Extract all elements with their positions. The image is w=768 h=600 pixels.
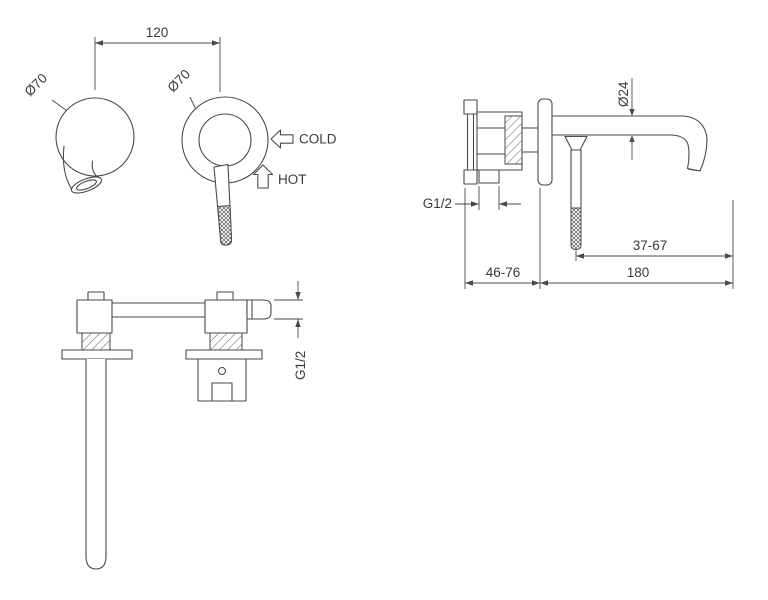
mixer-flange bbox=[185, 349, 263, 360]
side-view: Ø24 G1/2 37-67 46-76 bbox=[423, 78, 734, 289]
hot-label: HOT bbox=[278, 172, 307, 187]
dim-46-76-label: 46-76 bbox=[486, 265, 521, 280]
dim-g12-side-label: G1/2 bbox=[423, 196, 452, 211]
spout-outlet-edge bbox=[688, 168, 701, 172]
bracket-top-boss bbox=[463, 99, 478, 115]
dimension-spout-reach: 180 bbox=[539, 188, 733, 289]
leader-line bbox=[189, 96, 196, 109]
plan-view: G1/2 bbox=[61, 281, 308, 570]
leader-line bbox=[51, 99, 67, 111]
hot-indicator: HOT bbox=[252, 164, 307, 189]
dimension-inlet-thread: G1/2 bbox=[423, 186, 521, 211]
cartridge-square bbox=[211, 382, 233, 402]
arrowhead-left bbox=[499, 201, 507, 207]
valve-body-side bbox=[476, 111, 539, 184]
spout-assembly-plan bbox=[61, 291, 133, 570]
dim-180-label: 180 bbox=[627, 265, 650, 280]
mixer-thread-hatched bbox=[209, 332, 243, 351]
arrowhead-left bbox=[576, 253, 584, 259]
dim-d70-left-label: Ø70 bbox=[22, 70, 51, 99]
handle-joint bbox=[564, 135, 588, 151]
arrowhead-left bbox=[95, 40, 103, 46]
handle-side bbox=[564, 135, 588, 251]
spout-body bbox=[76, 299, 113, 334]
front-view: 120 Ø70 Ø70 COLD bbox=[22, 25, 337, 246]
inlet-stub bbox=[478, 169, 500, 184]
spout-flange bbox=[61, 349, 133, 360]
arrowhead-right bbox=[212, 40, 220, 46]
bracket-bottom-boss bbox=[463, 169, 478, 185]
handle-knurled-grip-front bbox=[217, 204, 233, 246]
cold-label: COLD bbox=[299, 132, 337, 147]
arrowhead-right bbox=[471, 201, 479, 207]
bracket-plate bbox=[466, 113, 475, 171]
spout-tube-outer-edge bbox=[62, 145, 73, 191]
dim-120-label: 120 bbox=[146, 25, 169, 40]
dimension-concealed-depth: 46-76 bbox=[464, 188, 540, 289]
spout-escutcheon-circle bbox=[55, 97, 135, 177]
dimension-handle-clearance: 37-67 bbox=[575, 200, 734, 289]
dimension-spout-diameter: Ø24 bbox=[616, 78, 635, 160]
dim-d70-right-label: Ø70 bbox=[165, 66, 194, 95]
spout-body-tab bbox=[87, 291, 105, 301]
arrowhead-left bbox=[540, 280, 548, 286]
arrowhead-up bbox=[295, 319, 301, 327]
handle-knurled-grip-side bbox=[570, 207, 582, 251]
hot-arrow-icon bbox=[252, 164, 274, 189]
cold-indicator: COLD bbox=[270, 129, 337, 149]
connection-end-cap bbox=[246, 299, 272, 320]
arrowhead-right bbox=[725, 253, 733, 259]
spout-side bbox=[551, 115, 708, 172]
dimension-center-distance: 120 bbox=[94, 25, 221, 92]
wall-bracket bbox=[463, 99, 478, 185]
cartridge-hatched bbox=[504, 115, 523, 165]
arrowhead-right bbox=[725, 280, 733, 286]
arrowhead-left bbox=[465, 280, 473, 286]
spout-thread-hatched bbox=[81, 332, 111, 351]
arrowhead-right bbox=[532, 280, 540, 286]
mixer-assembly-plan bbox=[185, 291, 272, 402]
spout-profile bbox=[551, 115, 708, 172]
screw-detail bbox=[217, 366, 227, 376]
label-mixer-diameter: Ø70 bbox=[165, 66, 196, 109]
arrowhead-down bbox=[629, 109, 635, 116]
dim-37-67-label: 37-67 bbox=[633, 238, 668, 253]
spout-front bbox=[55, 97, 135, 194]
dim-g12-plan-label: G1/2 bbox=[293, 351, 308, 380]
cold-arrow-icon bbox=[270, 129, 294, 149]
escutcheon-side bbox=[537, 98, 553, 186]
arrowhead-up bbox=[629, 135, 635, 142]
label-spout-diameter: Ø70 bbox=[22, 70, 67, 111]
mixer-cap-circle bbox=[198, 113, 252, 167]
mixer-front bbox=[181, 96, 269, 246]
spout-aerator bbox=[76, 179, 97, 191]
dim-d24-label: Ø24 bbox=[616, 81, 631, 107]
arrowhead-down bbox=[295, 292, 301, 300]
mixer-body-tab bbox=[216, 291, 234, 301]
handle-rod bbox=[570, 149, 582, 209]
dimension-connection-thread: G1/2 bbox=[274, 281, 308, 380]
spout-tube-plan bbox=[85, 359, 107, 570]
mixer-body bbox=[204, 299, 248, 334]
